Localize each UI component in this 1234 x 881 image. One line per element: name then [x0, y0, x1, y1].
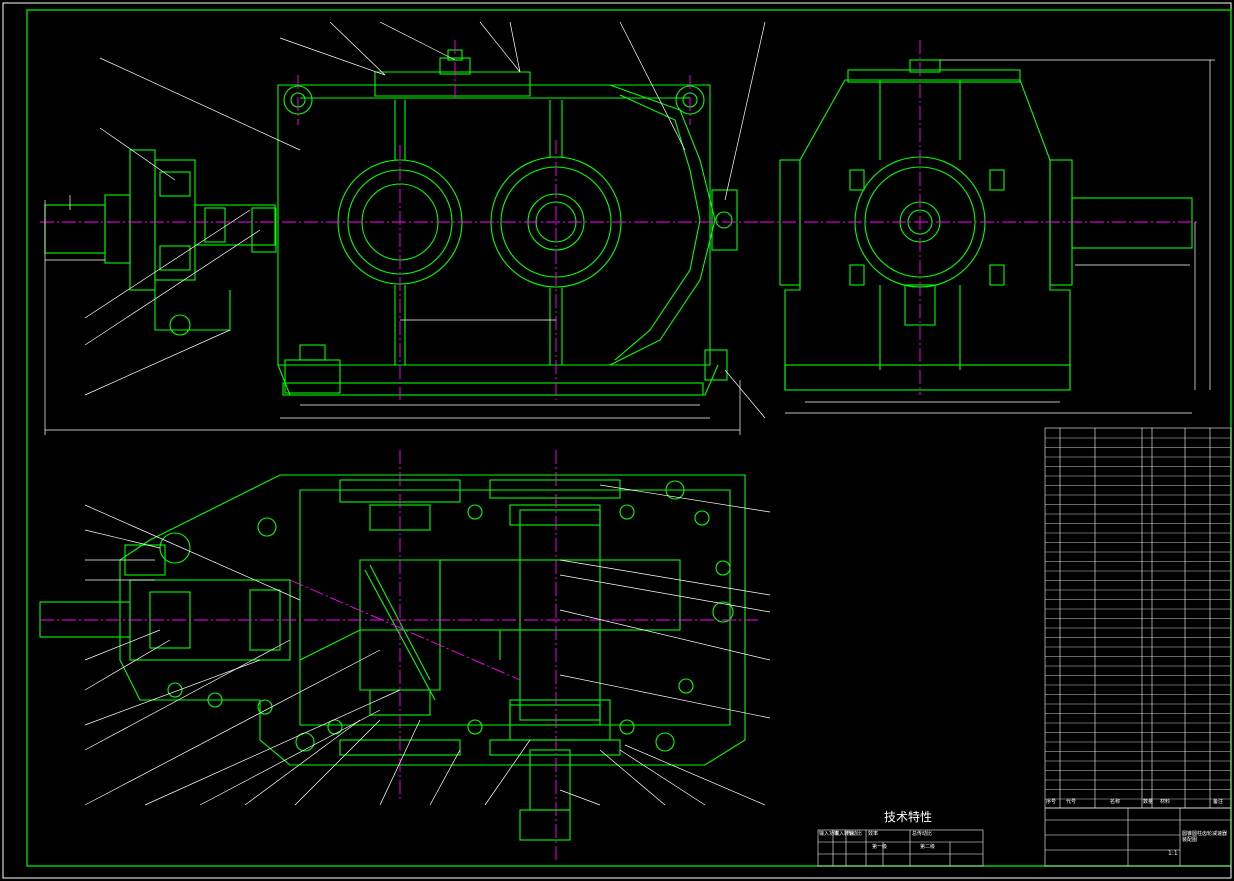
tech-table-stage-2: 第二级 [920, 844, 936, 850]
leader-lines [69, 21, 771, 806]
parts-list-table [1044, 427, 1232, 809]
tech-table-header-5: 总传动比 [912, 831, 933, 837]
bom-footer-1: 序号 [1046, 799, 1057, 805]
tech-table-header-3: 传动比 [847, 831, 863, 837]
scale-ratio: 1:1 [1168, 850, 1178, 857]
tech-spec-table [817, 829, 984, 867]
front-view-dimensions [44, 200, 741, 435]
drawing-title: 圆锥圆柱齿轮减速器装配图 [1182, 831, 1228, 843]
parts-list-rows [1045, 437, 1231, 800]
side-view [779, 59, 1193, 391]
section-view [39, 474, 746, 841]
bom-footer-5: 材料 [1160, 799, 1171, 805]
tech-table-stage-1: 第一级 [872, 844, 888, 850]
front-view [44, 49, 738, 396]
bom-footer-2: 代号 [1066, 799, 1077, 805]
tech-spec-title: 技术特性 [884, 810, 933, 824]
side-view-centerlines [760, 40, 1200, 395]
section-view-centerlines [40, 450, 760, 860]
tech-table-header-2: 输入转速 [834, 831, 855, 837]
tech-table-header-4: 效率 [868, 831, 879, 837]
bom-footer-4: 数量 [1143, 799, 1154, 805]
side-view-dimensions [785, 59, 1215, 414]
bom-footer-3: 名称 [1110, 799, 1121, 805]
tech-table-header-1: 输入功率 [819, 831, 840, 837]
title-block [1044, 807, 1232, 867]
front-view-centerlines [40, 40, 760, 400]
bom-footer-6: 备注 [1213, 799, 1224, 805]
